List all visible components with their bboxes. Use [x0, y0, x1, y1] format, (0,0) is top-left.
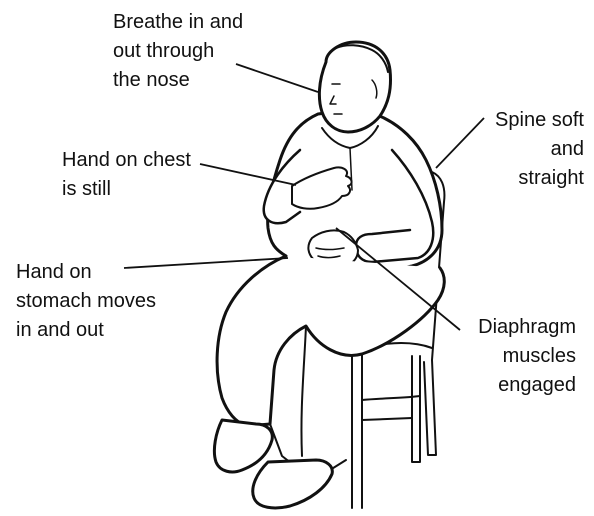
left-shoe — [214, 420, 272, 472]
diaphragm-label: Diaphragm muscles engaged — [478, 313, 576, 400]
stomach-label: Hand on stomach moves in and out — [16, 258, 156, 345]
chest-label: Hand on chest is still — [62, 146, 191, 204]
leader-spine — [436, 118, 484, 168]
right-shoe — [253, 460, 333, 508]
leader-breathe — [236, 64, 318, 92]
legs — [217, 256, 444, 426]
breathe-label: Breathe in and out through the nose — [113, 8, 243, 95]
spine-label: Spine soft and straight — [495, 106, 584, 193]
